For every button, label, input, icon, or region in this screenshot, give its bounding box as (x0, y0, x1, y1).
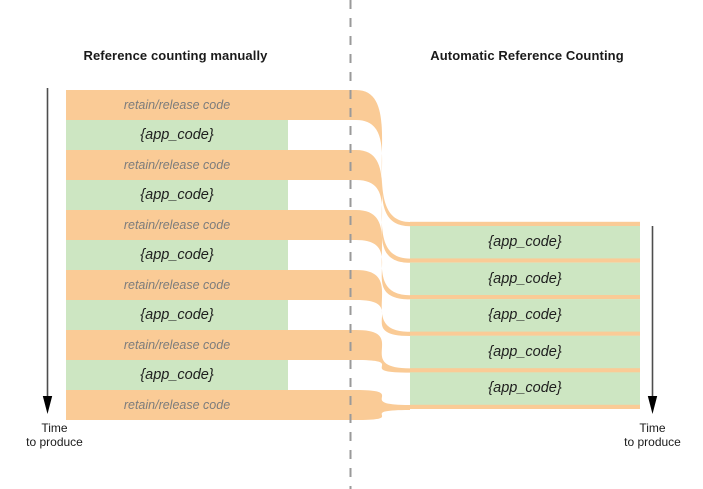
right-block-app-code-label: {app_code} (488, 233, 562, 250)
left-band-retain-release (66, 390, 356, 420)
caption-line-2: to produce (624, 435, 681, 449)
connector-ribbon (356, 390, 410, 420)
connector-ribbon (356, 270, 410, 336)
left-band-app-code (66, 240, 288, 270)
left-band-retain-release (66, 270, 356, 300)
time-axis-left (42, 88, 53, 414)
left-band-app-code (66, 180, 288, 210)
page-title-left: Reference counting manually (83, 48, 268, 63)
time-to-produce-caption-left: Time to produce (2, 421, 107, 449)
left-band-retain-release (66, 210, 356, 240)
right-block-app-code (410, 262, 640, 300)
page-title-right: Automatic Reference Counting (430, 48, 624, 63)
left-band-app-code-label: {app_code} (140, 306, 214, 323)
left-band-app-code (66, 300, 288, 330)
time-axis-right (647, 226, 658, 414)
right-block-app-code-label: {app_code} (488, 380, 562, 397)
caption-line-1: Time (639, 421, 666, 435)
right-separator-retain-release (410, 404, 640, 409)
left-band-retain-release-label: retain/release code (123, 337, 231, 352)
left-band-retain-release-label: retain/release code (123, 97, 231, 112)
left-band-app-code (66, 120, 288, 150)
right-block-app-code-label: {app_code} (488, 307, 562, 324)
down-arrow-icon (42, 396, 53, 414)
right-block-app-code-label: {app_code} (488, 343, 562, 360)
right-separator-retain-release (410, 258, 640, 263)
left-band-retain-release-label: retain/release code (123, 397, 231, 412)
left-band-retain-release-label: retain/release code (123, 157, 231, 172)
left-band-retain-release (66, 90, 356, 120)
right-block-app-code (410, 335, 640, 373)
left-band-retain-release (66, 330, 356, 360)
right-separator-retain-release (410, 331, 640, 336)
caption-line-2: to produce (26, 435, 83, 449)
right-block-app-code (410, 226, 640, 263)
left-band-retain-release-label: retain/release code (123, 217, 231, 232)
time-to-produce-caption-right: Time to produce (600, 421, 703, 449)
caption-line-1: Time (41, 421, 68, 435)
right-block-app-code (410, 299, 640, 336)
left-band-retain-release (66, 150, 356, 180)
right-block-app-code (410, 372, 640, 409)
connector-ribbon (356, 150, 410, 263)
down-arrow-icon (647, 396, 658, 414)
left-band-app-code-label: {app_code} (140, 366, 214, 383)
left-band-retain-release-label: retain/release code (123, 277, 231, 292)
left-band-app-code (66, 360, 288, 390)
connector-ribbon (356, 90, 410, 227)
connector-ribbon (356, 330, 410, 373)
left-band-app-code-label: {app_code} (140, 186, 214, 203)
right-separator-retain-release (410, 368, 640, 373)
right-separator-retain-release (410, 221, 640, 226)
left-band-app-code-label: {app_code} (140, 126, 214, 143)
right-block-app-code-label: {app_code} (488, 270, 562, 287)
connector-ribbon (356, 210, 410, 300)
right-separator-retain-release (410, 295, 640, 300)
left-band-app-code-label: {app_code} (140, 246, 214, 263)
